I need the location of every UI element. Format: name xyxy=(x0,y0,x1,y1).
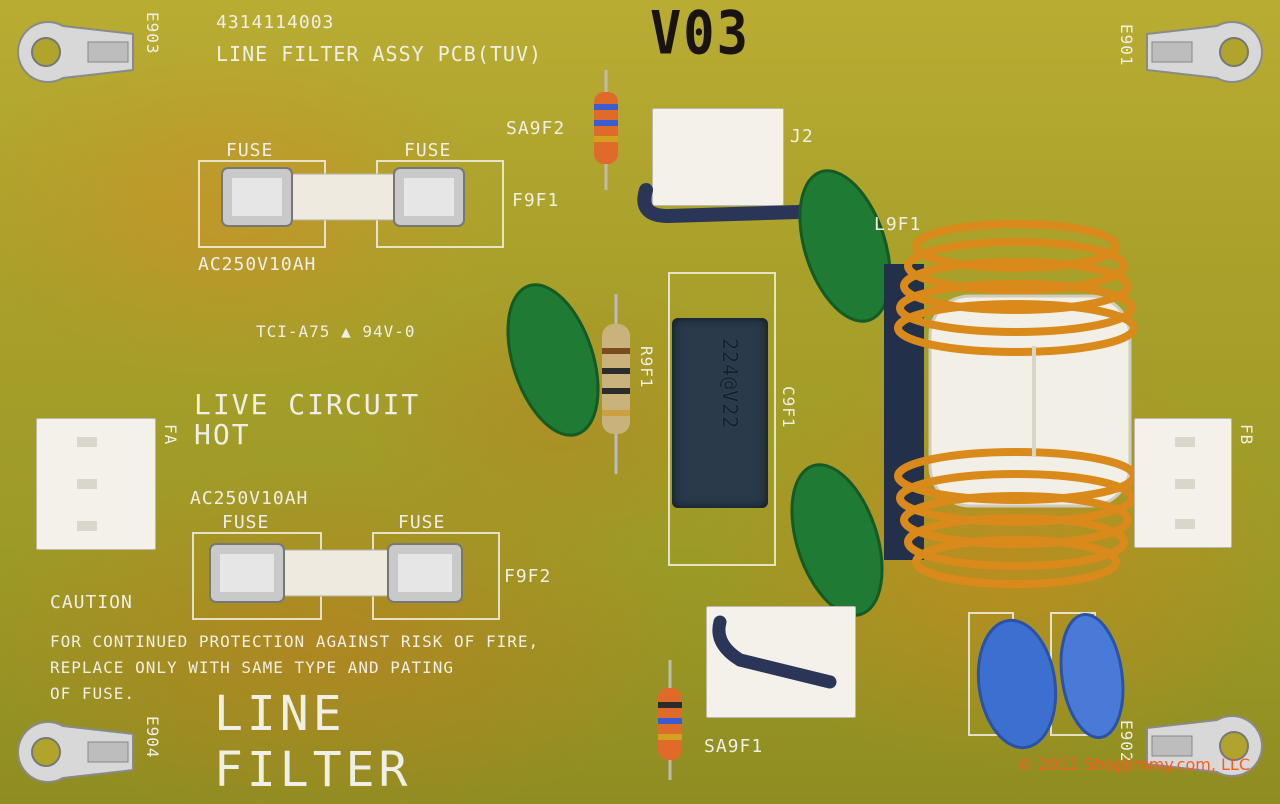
fuse2-label-right: FUSE xyxy=(398,512,446,533)
board-title: LINE FILTER ASSY PCB(TUV) xyxy=(216,42,543,66)
label-fa: FA xyxy=(161,424,180,446)
label-sa9f2: SA9F2 xyxy=(506,118,566,139)
part-number: 4314114003 xyxy=(216,12,335,33)
label-r9f1: R9F1 xyxy=(637,346,656,389)
live-circuit-line2: HOT xyxy=(194,418,251,451)
warning-line-2: REPLACE ONLY WITH SAME TYPE AND PATING xyxy=(50,658,455,677)
connector-fa xyxy=(36,418,156,550)
label-j2: J2 xyxy=(790,126,814,147)
version-mark: V03 xyxy=(650,0,750,69)
fuse-f9f2 xyxy=(209,543,463,603)
capacitor-marking: 224@V22 xyxy=(718,338,742,430)
warning-line-1: FOR CONTINUED PROTECTION AGAINST RISK OF… xyxy=(50,632,540,651)
label-c9f1: C9F1 xyxy=(779,386,798,429)
fuse2-refdes: F9F2 xyxy=(504,566,552,587)
terminal-e904 xyxy=(16,721,134,783)
label-sa9f1: SA9F1 xyxy=(704,736,764,757)
fuse1-label-right: FUSE xyxy=(404,140,452,161)
blue-capacitor-1 xyxy=(976,618,1058,750)
green-capacitor-3 xyxy=(790,463,884,617)
connector-j2 xyxy=(652,108,784,206)
connector-fb xyxy=(1134,418,1232,548)
fuse2-label-left: FUSE xyxy=(222,512,270,533)
blue-capacitor-2 xyxy=(1059,612,1125,740)
fuse1-label-left: FUSE xyxy=(226,140,274,161)
fuse2-rating: AC250V10AH xyxy=(190,488,309,509)
big-label-line2: FILTER xyxy=(214,742,412,798)
terminal-e901 xyxy=(1146,21,1264,83)
terminal-e902 xyxy=(1146,715,1264,777)
terminal-e903 xyxy=(16,21,134,83)
big-label-line1: LINE xyxy=(214,686,346,742)
fuse-f9f1 xyxy=(221,167,465,227)
fuse1-rating: AC250V10AH xyxy=(198,254,317,275)
label-e901: E901 xyxy=(1117,24,1136,67)
live-circuit-line1: LIVE CIRCUIT xyxy=(194,388,421,421)
choke-l9f1 xyxy=(894,220,1138,588)
label-e903: E903 xyxy=(143,12,162,55)
caution-label: CAUTION xyxy=(50,592,133,613)
fuse1-refdes: F9F1 xyxy=(512,190,560,211)
rating-mark: TCI-A75 ▲ 94V-0 xyxy=(256,322,416,341)
box-capacitor-c9f1 xyxy=(672,318,768,508)
capacitor-outline xyxy=(668,272,776,566)
connector-j1 xyxy=(706,606,856,718)
copyright-watermark: © 2011 ShopJimmy.com, LLC xyxy=(1016,755,1250,774)
warning-line-3: OF FUSE. xyxy=(50,684,136,703)
resistor-r9f1 xyxy=(602,294,630,474)
resistor-sa9f1 xyxy=(658,660,682,780)
label-e904: E904 xyxy=(143,716,162,759)
resistor-sa9f2 xyxy=(594,70,618,190)
label-fb: FB xyxy=(1237,424,1256,446)
label-l9f1: L9F1 xyxy=(874,214,922,235)
jumper-wire-bottom xyxy=(712,615,837,689)
green-capacitor-2 xyxy=(798,169,892,323)
green-capacitor-1 xyxy=(506,283,600,437)
